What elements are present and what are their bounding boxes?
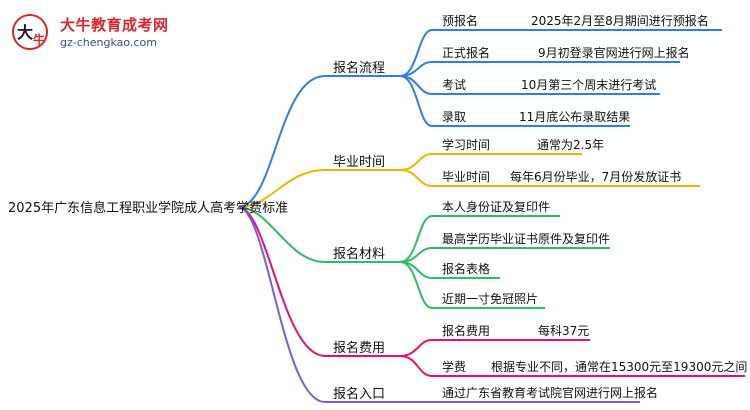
link-grad-1	[399, 153, 433, 171]
branch-registration-entry: 报名入口	[333, 387, 386, 402]
link-mat-4	[399, 261, 433, 309]
site-logo[interactable]: 大 牛 大牛教育成考网 gz-chengkao.com	[8, 10, 183, 54]
link-fee-1	[399, 339, 433, 357]
branch-registration-materials: 报名材料	[333, 247, 386, 262]
branch-registration-process: 报名流程	[333, 61, 386, 76]
leaf-admission-value: 11月底公布录取结果	[519, 110, 631, 124]
leaf-exam-value: 10月第三个周末进行考试	[521, 78, 657, 92]
leaf-graduation-time-label: 毕业时间	[442, 170, 491, 184]
logo-url: gz-chengkao.com	[60, 36, 157, 49]
link-flow-3	[399, 75, 433, 95]
leaf-study-duration-value: 通常为2.5年	[537, 138, 605, 152]
leaf-id-card: 本人身份证及复印件	[442, 200, 551, 214]
svg-text:大: 大	[17, 23, 33, 42]
svg-text:牛: 牛	[33, 32, 45, 47]
leaf-pre-registration-label: 预报名	[442, 14, 479, 28]
branch-graduation-time: 毕业时间	[333, 155, 386, 170]
leaf-registration-fee-value: 每科37元	[538, 324, 590, 338]
leaf-tuition-value: 根据专业不同，通常在15300元至19300元之间	[491, 360, 748, 374]
leaf-exam-label: 考试	[442, 78, 467, 92]
bull-logo-icon: 大 牛	[12, 14, 48, 50]
leaf-online-registration: 通过广东省教育考试院官网进行网上报名	[442, 386, 659, 400]
leaf-formal-registration-label: 正式报名	[442, 46, 491, 60]
link-fee-2	[399, 355, 433, 377]
link-root-materials	[237, 206, 326, 263]
link-root-fees	[237, 206, 326, 357]
leaf-photo: 近期一寸免冠照片	[442, 292, 539, 306]
link-root-graduation	[237, 169, 326, 208]
root-topic: 2025年广东信息工程职业学院成人高考学费标准	[8, 201, 289, 216]
leaf-diploma: 最高学历毕业证书原件及复印件	[442, 232, 611, 246]
leaf-formal-registration-value: 9月初登录官网进行网上报名	[538, 46, 690, 60]
leaf-graduation-time-value: 每年6月份毕业，7月份发放证书	[510, 170, 682, 184]
link-root-flow	[237, 75, 326, 208]
link-grad-2	[399, 169, 433, 187]
logo-title: 大牛教育成考网	[60, 16, 169, 34]
link-flow-4	[399, 75, 433, 127]
link-root-entry	[237, 206, 326, 403]
leaf-study-duration-label: 学习时间	[442, 138, 491, 152]
branch-registration-fees: 报名费用	[333, 341, 386, 356]
leaf-admission-label: 录取	[442, 110, 467, 124]
leaf-pre-registration-value: 2025年2月至8月期间进行预报名	[531, 14, 709, 28]
leaf-registration-form: 报名表格	[442, 262, 491, 276]
leaf-registration-fee-label: 报名费用	[442, 324, 491, 338]
leaf-tuition-label: 学费	[442, 360, 467, 374]
